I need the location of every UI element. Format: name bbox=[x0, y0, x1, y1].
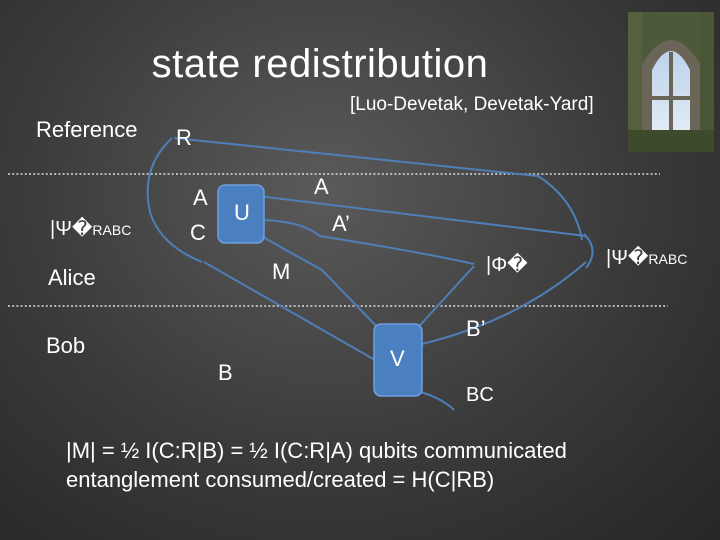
output-state-label: |Ψ�RABC bbox=[606, 245, 687, 270]
label-B: B bbox=[218, 360, 233, 385]
citation: [Luo-Devetak, Devetak-Yard] bbox=[350, 94, 594, 115]
phi-state-label: |Φ� bbox=[486, 254, 528, 276]
label-A-top: A bbox=[314, 174, 329, 199]
unitary-V-box bbox=[373, 323, 423, 397]
formula-line-entanglement: entanglement consumed/created = H(C|RB) bbox=[66, 467, 495, 492]
wire-R bbox=[173, 137, 583, 241]
output-state-symbol: |Ψ� bbox=[606, 247, 649, 269]
bob-label: Bob bbox=[46, 333, 86, 358]
output-state-bracket bbox=[583, 233, 594, 269]
wire-phi-to-V bbox=[411, 265, 475, 335]
wire-A-prime bbox=[257, 219, 475, 265]
wire-B bbox=[203, 261, 383, 365]
input-state-symbol: |Ψ� bbox=[50, 218, 93, 240]
wire-A-top bbox=[257, 195, 587, 237]
label-M: M bbox=[272, 259, 291, 284]
input-state-bracket bbox=[146, 137, 203, 263]
input-state-subscript: RABC bbox=[92, 222, 132, 238]
abbey-photo bbox=[628, 12, 714, 152]
label-R: R bbox=[176, 125, 192, 150]
reference-label: Reference bbox=[36, 117, 138, 142]
label-A: A bbox=[193, 185, 208, 210]
label-BC: BC bbox=[466, 384, 494, 406]
label-A-prime: A’ bbox=[332, 211, 350, 236]
unitary-V-label: V bbox=[390, 346, 405, 371]
output-state-subscript: RABC bbox=[648, 251, 688, 267]
input-state-label: |Ψ�RABC bbox=[50, 216, 131, 241]
formula-block: |M| = ½ I(C:R|B) = ½ I(C:R|A) qubits com… bbox=[66, 436, 567, 494]
wire-B-prime bbox=[421, 261, 587, 345]
unitary-U-box bbox=[217, 184, 265, 244]
alice-label: Alice bbox=[48, 265, 96, 290]
formula-line-communication: |M| = ½ I(C:R|B) = ½ I(C:R|A) qubits com… bbox=[66, 438, 567, 463]
label-C: C bbox=[190, 220, 206, 245]
unitary-U-label: U bbox=[234, 200, 250, 225]
label-B-prime: B’ bbox=[466, 316, 486, 341]
slide-title: state redistribution bbox=[151, 42, 489, 86]
